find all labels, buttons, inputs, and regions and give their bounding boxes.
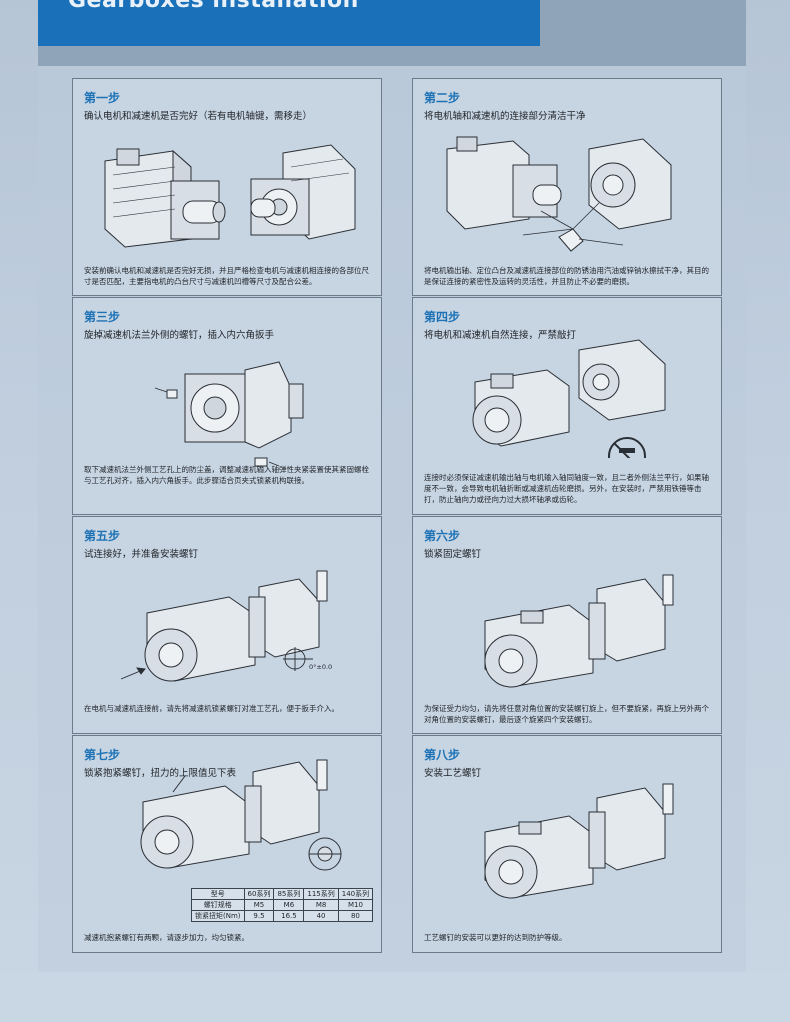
- step-7-subtitle: 锁紧抱紧螺钉，扭力的上限值见下表: [84, 768, 237, 779]
- table-header-cell: 85系列: [273, 888, 305, 900]
- step-1-title: 第一步: [84, 91, 121, 105]
- step-4-title: 第四步: [424, 310, 461, 324]
- table-cell: 锁紧扭矩(Nm): [191, 910, 245, 922]
- footer-band: [0, 972, 790, 1022]
- table-cell: M8: [303, 899, 339, 911]
- step-3-title: 第三步: [84, 310, 121, 324]
- table-header-cell: 型号: [191, 888, 245, 900]
- table-header-cell: 115系列: [303, 888, 339, 900]
- step-1-subtitle: 确认电机和减速机是否完好（若有电机轴键，需移走）: [84, 111, 313, 122]
- step-4-subtitle: 将电机和减速机自然连接，严禁敲打: [424, 330, 577, 341]
- fixing-screws-drawing: [484, 574, 674, 688]
- step-3-panel: 第三步 旋掉减速机法兰外侧的螺钉，插入内六角扳手 取下减速机法兰外侧工艺孔上的防…: [72, 297, 382, 515]
- table-row: 螺钉规格 M5 M6 M8 M10: [191, 899, 374, 911]
- step-8-panel: 第八步 安装工艺螺钉 工艺螺钉的安装可以更好的达到防护等级。: [412, 735, 722, 953]
- step-7-note: 减速机抱紧螺钉有两颗，请逐步加力，均匀锁紧。: [84, 933, 249, 942]
- assembly-prep-drawing: 0°±0.0: [120, 570, 332, 682]
- step-8-title: 第八步: [424, 748, 461, 762]
- page-title: Gearboxes installation: [68, 0, 359, 13]
- connecting-drawing: [472, 339, 666, 458]
- step-1-panel: 第一步 确认电机和减速机是否完好（若有电机轴键，需移走）: [72, 78, 382, 296]
- motor-and-gearbox-drawing: [104, 144, 356, 248]
- steps-grid: 第一步 确认电机和减速机是否完好（若有电机轴键，需移走）: [72, 78, 722, 954]
- torque-table: 型号 60系列 85系列 115系列 140系列 螺钉规格 M5 M6 M8 M…: [191, 888, 374, 922]
- table-cell: M10: [337, 899, 374, 911]
- table-cell: 80: [337, 910, 374, 922]
- step-1-note: 安装前确认电机和减速机是否完好无损，并且严格检查电机与减速机相连接的各部位尺寸是…: [84, 266, 369, 286]
- table-cell: M6: [273, 899, 305, 911]
- process-screw-drawing: [484, 783, 674, 899]
- tolerance-label: 0°±0.0: [309, 663, 332, 671]
- step-2-panel: 第二步 将电机轴和减速机的连接部分清洁干净 将电机输出轴、定位凸台及减速机连接部…: [412, 78, 722, 296]
- step-3-subtitle: 旋掉减速机法兰外侧的螺钉，插入内六角扳手: [84, 330, 275, 341]
- title-bar: Gearboxes installation: [38, 0, 540, 46]
- step-2-title: 第二步: [424, 91, 461, 105]
- table-cell: M5: [243, 899, 275, 911]
- table-cell: 16.5: [273, 910, 305, 922]
- step-6-panel: 第六步 锁紧固定螺钉 为保证受力均匀，请先将任意对角位置的安装螺钉旋上，但不要旋…: [412, 516, 722, 734]
- gearbox-screw-drawing: [154, 361, 304, 467]
- step-5-panel: 第五步 试连接好，并准备安装螺钉 0°±0.0 在电机与减速机连接前，请先将减速…: [72, 516, 382, 734]
- step-6-subtitle: 锁紧固定螺钉: [424, 549, 482, 560]
- step-7-panel: 第七步 锁紧抱紧螺钉，扭力的上限值见下表 型号 60系列 85系: [72, 735, 382, 953]
- step-8-subtitle: 安装工艺螺钉: [424, 768, 482, 779]
- step-5-subtitle: 试连接好，并准备安装螺钉: [84, 549, 199, 560]
- table-cell: 40: [303, 910, 339, 922]
- step-8-note: 工艺螺钉的安装可以更好的达到防护等级。: [424, 933, 567, 942]
- no-hammer-icon: [608, 437, 646, 458]
- step-6-note: 为保证受力均匀，请先将任意对角位置的安装螺钉旋上，但不要旋紧，再旋上另外两个对角…: [424, 704, 709, 724]
- clamping-screw-drawing: [140, 759, 342, 871]
- table-header-cell: 60系列: [243, 888, 275, 900]
- table-cell: 9.5: [243, 910, 275, 922]
- table-cell: 螺钉规格: [191, 899, 245, 911]
- step-4-note: 连接时必须保证减速机输出轴与电机输入轴同轴度一致，且二者外侧法兰平行，如果轴度不…: [424, 473, 709, 504]
- step-6-title: 第六步: [424, 529, 461, 543]
- step-4-panel: 第四步 将电机和减速机自然连接，严禁敲打 连接时必须保证减速机输出轴与电机输入轴…: [412, 297, 722, 515]
- table-row: 锁紧扭矩(Nm) 9.5 16.5 40 80: [191, 910, 374, 922]
- cleaning-drawing: [446, 136, 672, 252]
- step-5-title: 第五步: [84, 529, 121, 543]
- step-2-subtitle: 将电机轴和减速机的连接部分清洁干净: [424, 111, 586, 122]
- step-2-note: 将电机输出轴、定位凸台及减速机连接部位的防锈油用汽油或锌钠水擦拭干净，其目的是保…: [424, 266, 709, 286]
- table-header-row: 型号 60系列 85系列 115系列 140系列: [191, 888, 374, 900]
- step-3-note: 取下减速机法兰外侧工艺孔上的防尘盖，调整减速机输入轴弹性夹紧装置使其紧固螺栓与工…: [84, 465, 369, 485]
- step-7-title: 第七步: [84, 748, 121, 762]
- table-header-cell: 140系列: [337, 888, 374, 900]
- step-5-note: 在电机与减速机连接前，请先将减速机锁紧螺钉对准工艺孔，便于扳手介入。: [84, 704, 339, 713]
